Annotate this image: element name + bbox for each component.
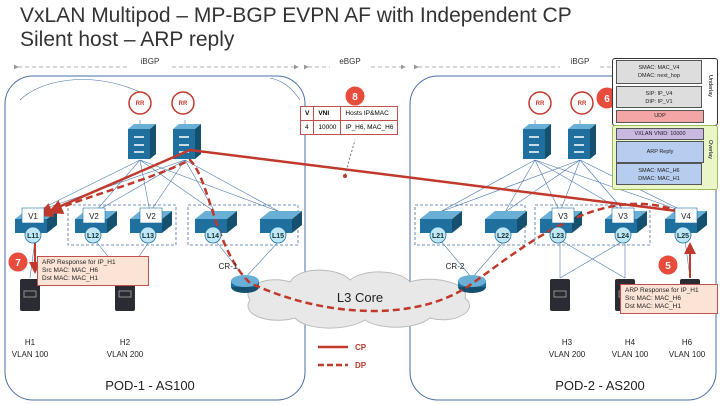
leaf-l21-label: L21 — [432, 233, 444, 240]
table-cell: 10000 — [313, 120, 342, 135]
leaf-l14-label: L14 — [207, 233, 219, 240]
outer-smac: SMAC: MAC_V4 — [638, 65, 680, 71]
step-8-badge: 8 — [352, 92, 358, 103]
host-h4-label: H4 — [625, 338, 636, 347]
l3-core-cloud — [247, 269, 471, 329]
ebgp-label: eBGP — [339, 57, 360, 66]
outer-dip: DIP: IP_V1 — [645, 99, 673, 105]
table-cell: IP_H6, MAC_H6 — [340, 120, 399, 135]
leaf-l24-label: L24 — [617, 233, 629, 240]
inner-smac: SMAC: MAC_H6 — [638, 168, 680, 174]
vtep-label: V1 — [28, 212, 38, 221]
note-line: ARP Response for IP_H1 — [42, 259, 116, 266]
rr-label: RR — [536, 101, 545, 107]
leaf-l23-label: L23 — [552, 233, 564, 240]
leaf-l12-label: L12 — [87, 233, 99, 240]
host-h3-label: H3 — [562, 338, 573, 347]
step-6-badge: 6 — [604, 94, 610, 105]
host-h4-vlan: VLAN 100 — [612, 350, 649, 359]
slide-subtitle: Silent host – ARP reply — [20, 28, 235, 51]
pod-2-label: POD-2 - AS200 — [555, 378, 645, 393]
pod-2-boundary — [409, 75, 717, 401]
leaf-l25-label: L25 — [677, 233, 689, 240]
underlay-label: Underlay — [707, 75, 713, 98]
rr-label: RR — [179, 101, 188, 107]
arp-reply-payload: ARP Reply — [616, 141, 704, 163]
rr-label: RR — [578, 101, 587, 107]
vtep-label: V2 — [89, 212, 99, 221]
udp-header: UDP — [616, 110, 704, 123]
note-line: Dst MAC: MAC_H1 — [42, 275, 98, 282]
host-h1-label: H1 — [25, 338, 36, 347]
table-header: V — [299, 106, 315, 121]
overlay-label: Overlay — [707, 140, 713, 159]
legend-cp: CP — [355, 343, 367, 352]
ibgp-left-label: iBGP — [141, 57, 160, 66]
slide-title: VxLAN Multipod – MP-BGP EVPN AF with Ind… — [20, 4, 572, 27]
rr-label: RR — [136, 101, 145, 107]
step-5-badge: 5 — [665, 261, 671, 272]
note-line: Src MAC: MAC_H6 — [625, 295, 681, 302]
vxlan-vni-header: VXLAN VNID: 10000 — [616, 128, 704, 140]
outer-dmac: DMAC: next_hop — [638, 73, 680, 79]
table-cell: 4 — [299, 120, 315, 135]
inner-dmac: DMAC: MAC_H1 — [638, 176, 680, 182]
pod-1-boundary — [4, 75, 306, 401]
host-h6-vlan: VLAN 100 — [669, 350, 706, 359]
host-h1-vlan: VLAN 100 — [12, 350, 49, 359]
l3-core-label: L3 Core — [337, 290, 383, 305]
outer-sip: SIP: IP_V4 — [645, 91, 673, 97]
note-line: Src MAC: MAC_H6 — [42, 267, 98, 274]
leaf-l15-label: L15 — [272, 233, 284, 240]
vtep-label: V4 — [681, 212, 691, 221]
leaf-switches — [15, 211, 707, 233]
host-h2-label: H2 — [120, 338, 131, 347]
table-header: VNI — [313, 106, 342, 121]
host-h3-vlan: VLAN 200 — [549, 350, 586, 359]
cp-path — [37, 148, 686, 217]
pod-1-label: POD-1 - AS100 — [105, 378, 195, 393]
cr-2-label: CR-2 — [446, 262, 465, 271]
legend-dp: DP — [355, 361, 367, 370]
host-h2-vlan: VLAN 200 — [107, 350, 144, 359]
leaf-l11-label: L11 — [27, 233, 39, 240]
note-line: Dst MAC: MAC_H1 — [625, 303, 681, 310]
host-h6-label: H6 — [682, 338, 693, 347]
ibgp-right-label: iBGP — [571, 57, 590, 66]
note-line: ARP Response for IP_H1 — [625, 287, 699, 294]
vtep-label: V3 — [618, 212, 628, 221]
leaf-l22-label: L22 — [497, 233, 509, 240]
vtep-label: V2 — [146, 212, 156, 221]
leaf-l13-label: L13 — [142, 233, 154, 240]
step-7-badge: 7 — [15, 258, 21, 269]
cr-1-label: CR-1 — [219, 262, 238, 271]
vtep-label: V3 — [558, 212, 568, 221]
table-header: Hosts IP&MAC — [340, 106, 399, 121]
dp-path — [47, 158, 681, 313]
